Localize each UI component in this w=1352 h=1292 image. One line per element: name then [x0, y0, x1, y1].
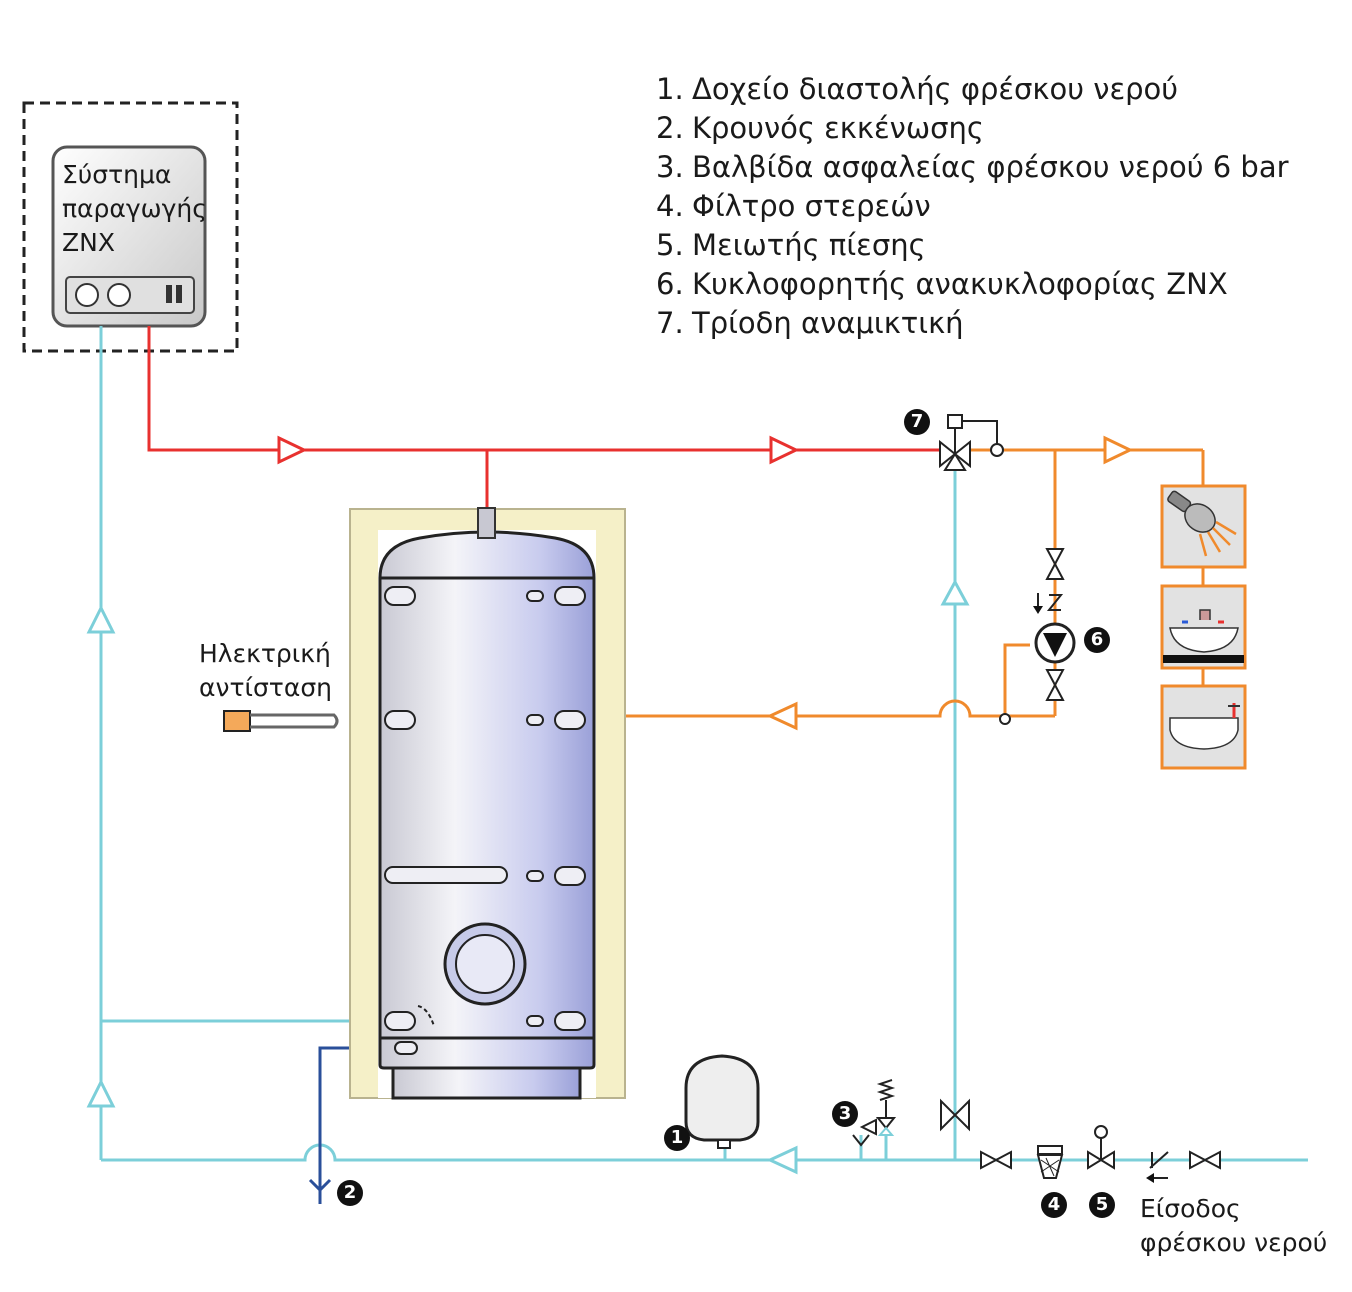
- legend-item: 6.Κυκλοφορητής ανακυκλοφορίας ZNX: [656, 267, 1228, 301]
- inlet-arrow: [1146, 1173, 1168, 1183]
- hot-supply-pipe: [147, 326, 940, 510]
- bathtub-icon: [1169, 703, 1240, 750]
- expansion-vessel: [684, 1054, 760, 1149]
- hot-flow-arrows: [277, 435, 800, 465]
- legend-item: 1.Δοχείο διαστολής φρέσκου νερού: [656, 72, 1179, 106]
- mixing-valve-7: [939, 414, 1004, 471]
- shower-icon: [1167, 490, 1237, 557]
- badge-4: 4: [1041, 1192, 1067, 1218]
- sink-icon: [1163, 609, 1244, 663]
- legend-item: 2.Κρουνός εκκένωσης: [656, 111, 984, 145]
- storage-tank: [349, 507, 626, 1100]
- manhole-flange: [443, 922, 527, 1006]
- legend-item: 3.Βαλβίδα ασφαλείας φρέσκου νερού 6 bar: [656, 150, 1289, 184]
- badge-3: 3: [832, 1101, 858, 1127]
- generator-label-1: Σύστημα: [62, 160, 172, 189]
- heater-label-1: Ηλεκτρική: [199, 639, 331, 668]
- badge-2: 2: [337, 1180, 363, 1206]
- cold-flow-arrows: [86, 578, 970, 1175]
- badge-5: 5: [1089, 1192, 1115, 1218]
- mixed-flow-arrows: [766, 435, 1134, 731]
- dirt-filter: [1036, 1145, 1064, 1179]
- heater-element: [223, 710, 339, 732]
- generator-label-2: παραγωγής: [62, 194, 207, 223]
- inlet-label-2: φρέσκου νερού: [1140, 1228, 1328, 1257]
- mixed-water-pipes: [580, 448, 1205, 718]
- fixtures: [1160, 484, 1247, 770]
- heater-label-2: αντίσταση: [199, 673, 333, 702]
- generator-unit: [22, 101, 239, 353]
- recirc-valves: [999, 548, 1065, 725]
- legend-item: 7.Τρίοδη αναμικτική: [656, 306, 964, 340]
- badge-1: 1: [664, 1125, 690, 1151]
- inlet-fittings: [940, 1098, 1221, 1170]
- badge-7: 7: [904, 409, 930, 435]
- recirc-pump: [1033, 593, 1076, 664]
- badge-6: 6: [1084, 627, 1110, 653]
- generator-label-3: ZNX: [62, 228, 115, 257]
- legend-item: 4.Φίλτρο στερεών: [656, 189, 931, 223]
- legend-item: 5.Μειωτής πίεσης: [656, 228, 926, 262]
- inlet-label-1: Είσοδος: [1140, 1194, 1241, 1223]
- safety-valve: [852, 1079, 897, 1147]
